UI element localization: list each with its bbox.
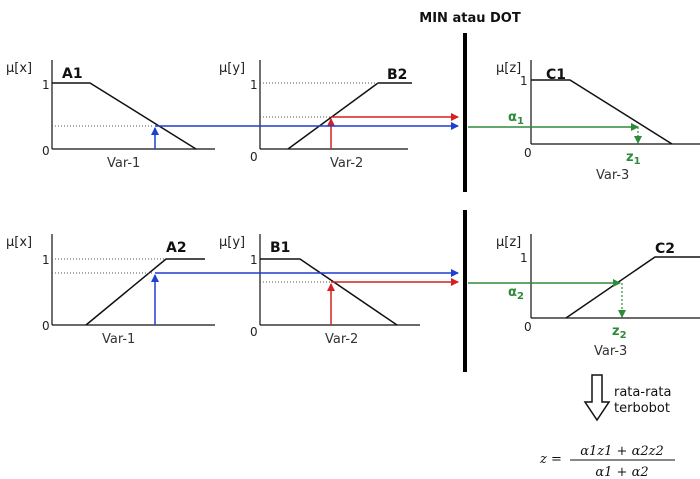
axis-label-mu-y-1: μ[y] xyxy=(219,61,245,76)
tick-one-b2: 1 xyxy=(250,78,258,92)
set-label-a1: A1 xyxy=(62,66,83,82)
panel-a2: μ[x] A2 1 0 Var-1 xyxy=(6,234,215,347)
formula-numerator: α1z1 + α2z2 xyxy=(580,444,664,459)
tick-one-b1: 1 xyxy=(250,253,258,267)
aggregation-line2: terbobot xyxy=(614,401,670,416)
tick-one-c2: 1 xyxy=(520,251,528,265)
panel-c1: μ[z] C1 1 0 α1 z1 Var-3 xyxy=(468,60,700,183)
set-label-c1: C1 xyxy=(546,67,566,83)
tick-zero-a2: 0 xyxy=(42,319,50,333)
tick-zero-c2: 0 xyxy=(524,320,532,334)
header-title: MIN atau DOT xyxy=(419,11,521,26)
panel-c2: μ[z] C2 1 0 α2 z2 Var-3 xyxy=(468,234,700,359)
axis-label-mu-z-1: μ[z] xyxy=(496,61,521,76)
set-label-c2: C2 xyxy=(655,241,675,257)
formula-denominator: α1 + α2 xyxy=(595,465,648,479)
membership-curve-c1 xyxy=(531,79,673,145)
var-label-1-row1: Var-1 xyxy=(107,156,140,171)
set-label-b1: B1 xyxy=(270,240,290,256)
axis-label-mu-z-2: μ[z] xyxy=(496,235,521,250)
var-label-2-row2: Var-2 xyxy=(325,332,358,347)
alpha-label-row1: α1 xyxy=(508,110,524,127)
membership-curve-c2 xyxy=(565,256,700,319)
tick-zero-b1: 0 xyxy=(250,325,258,339)
tick-one-c1: 1 xyxy=(520,74,528,88)
var-label-1-row2: Var-1 xyxy=(102,332,135,347)
alpha-label-row2: α2 xyxy=(508,285,524,302)
z-label-row2: z2 xyxy=(612,324,627,341)
tick-one-a2: 1 xyxy=(42,253,50,267)
var-label-3-row2: Var-3 xyxy=(594,344,627,359)
membership-curve-b2 xyxy=(287,82,412,150)
var-label-2-row1: Var-2 xyxy=(330,156,363,171)
z-label-row1: z1 xyxy=(626,150,641,167)
tick-zero-c1: 0 xyxy=(524,146,532,160)
var-label-3-row1: Var-3 xyxy=(596,168,629,183)
set-label-a2: A2 xyxy=(166,240,187,256)
axis-label-mu-x-2: μ[x] xyxy=(6,235,32,250)
set-label-b2: B2 xyxy=(387,67,407,83)
defuzzification-formula: z = α1z1 + α2z2 α1 + α2 xyxy=(539,444,675,479)
membership-curve-a2 xyxy=(85,258,205,326)
down-arrow-icon xyxy=(583,374,611,422)
axis-label-mu-x-1: μ[x] xyxy=(6,61,32,76)
axis-label-mu-y-2: μ[y] xyxy=(219,235,245,250)
tick-one-a1: 1 xyxy=(42,78,50,92)
panel-b2: μ[y] B2 1 0 Var-2 xyxy=(219,60,412,171)
panel-b1: μ[y] B1 1 0 Var-2 xyxy=(219,234,420,347)
formula-lhs: z = xyxy=(539,452,562,467)
membership-curve-b1 xyxy=(260,258,398,326)
panel-a1: μ[x] A1 1 0 Var-1 xyxy=(6,60,215,171)
tick-zero-a1: 0 xyxy=(42,144,50,158)
aggregation-line1: rata-rata xyxy=(614,385,671,400)
tick-zero-b2: 0 xyxy=(250,150,258,164)
membership-curve-a1 xyxy=(52,82,197,150)
